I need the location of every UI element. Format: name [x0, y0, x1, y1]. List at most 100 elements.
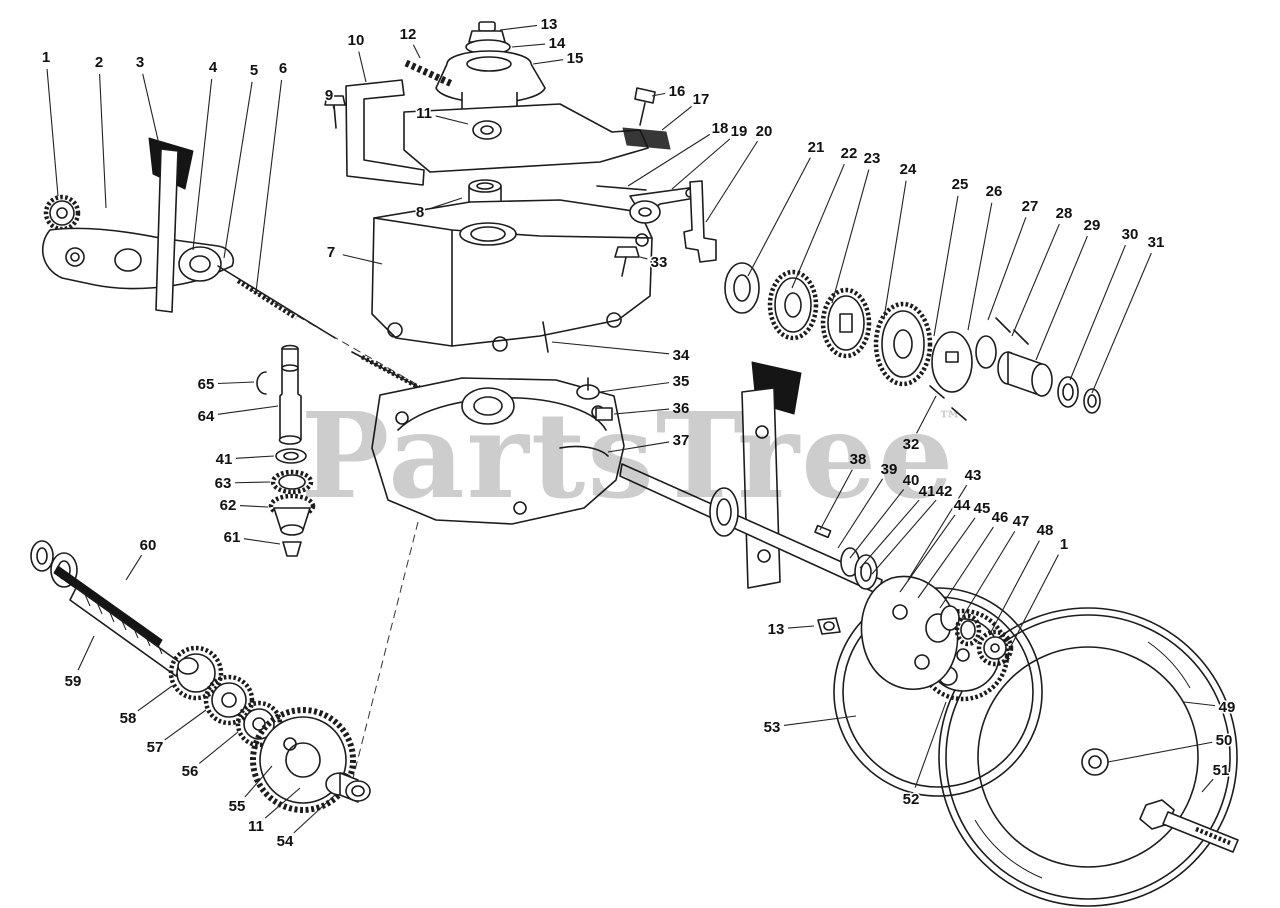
leader-line-13 — [787, 625, 815, 629]
part-label-51: 51 — [1213, 762, 1230, 779]
part-label-59: 59 — [65, 673, 82, 690]
part-label-29: 29 — [1084, 217, 1101, 234]
leader-line-8 — [431, 197, 463, 209]
leader-line-21 — [747, 157, 811, 277]
leader-line-5 — [223, 81, 253, 259]
part-label-42: 42 — [936, 483, 953, 500]
retaining-clip — [256, 371, 267, 395]
leader-line-15 — [532, 59, 564, 65]
leader-line-52 — [914, 701, 947, 788]
housing-bottom — [371, 377, 625, 525]
leader-line-65 — [217, 381, 255, 385]
part-label-43: 43 — [965, 467, 982, 484]
part-label-58: 58 — [120, 710, 137, 727]
part-label-62: 62 — [220, 497, 237, 514]
part-label-28: 28 — [1056, 205, 1073, 222]
leader-line-44 — [899, 514, 956, 593]
part-label-10: 10 — [348, 32, 365, 49]
worm-shaft — [69, 587, 183, 677]
part-label-17: 17 — [693, 91, 710, 108]
part-label-19: 19 — [731, 123, 748, 140]
shaft-key — [814, 524, 832, 539]
bracket-20 — [683, 180, 717, 263]
watermark-text: PartsTree — [301, 386, 956, 525]
bolt-16 — [634, 87, 656, 104]
mounting-plate — [403, 103, 649, 173]
part-label-31: 31 — [1148, 234, 1165, 251]
part-label-4: 4 — [209, 59, 218, 76]
assembly-centerlines — [251, 289, 431, 791]
part-label-47: 47 — [1013, 513, 1030, 530]
leader-line-27 — [987, 217, 1027, 321]
bolt-head — [478, 21, 496, 32]
part-label-48: 48 — [1037, 522, 1054, 539]
bracket-strip — [155, 148, 179, 313]
part-label-25: 25 — [952, 176, 969, 193]
part-label-6: 6 — [279, 60, 287, 77]
part-label-65: 65 — [198, 376, 215, 393]
leader-line-4 — [192, 78, 213, 251]
leader-line-57 — [164, 709, 207, 741]
input-shaft — [217, 265, 336, 339]
shaft-spring — [236, 279, 298, 320]
part-label-45: 45 — [974, 500, 991, 517]
part-label-1: 1 — [1060, 536, 1068, 553]
part-label-15: 15 — [567, 50, 584, 67]
part-label-33: 33 — [651, 254, 668, 271]
key-32 — [929, 385, 945, 399]
part-label-3: 3 — [136, 54, 144, 71]
wheel-art — [938, 607, 1239, 907]
leader-line-26 — [967, 202, 993, 331]
leader-line-43 — [907, 484, 968, 581]
part-label-40: 40 — [903, 472, 920, 489]
leader-line-50 — [1107, 741, 1213, 763]
leader-line-13 — [499, 24, 538, 31]
watermark-tm-icon: ™ — [938, 405, 962, 434]
pinion-shaft — [279, 348, 302, 441]
part-label-39: 39 — [881, 461, 898, 478]
part-label-13: 13 — [768, 621, 785, 638]
leader-line-58 — [137, 685, 173, 712]
leader-line-36 — [613, 408, 670, 415]
part-label-44: 44 — [954, 497, 971, 514]
housing-top — [371, 199, 653, 347]
part-label-14: 14 — [549, 35, 566, 52]
leader-line-1 — [46, 68, 59, 197]
leader-line-51 — [1201, 778, 1214, 793]
thin-rod — [53, 565, 163, 648]
bolt — [324, 95, 346, 106]
leader-line-53 — [783, 715, 857, 726]
drive-sprocket — [250, 707, 356, 813]
part-label-18: 18 — [712, 120, 729, 137]
leader-line-48 — [989, 540, 1040, 635]
plug-36 — [595, 407, 613, 421]
part-label-16: 16 — [669, 83, 686, 100]
part-label-50: 50 — [1216, 732, 1233, 749]
part-label-53: 53 — [764, 719, 781, 736]
part-label-52: 52 — [903, 791, 920, 808]
hex-nut — [817, 617, 841, 635]
part-label-41: 41 — [216, 451, 233, 468]
part-label-27: 27 — [1022, 198, 1039, 215]
part-label-12: 12 — [400, 26, 417, 43]
leader-line-6 — [255, 79, 283, 293]
leader-line-22 — [791, 163, 845, 289]
part-label-26: 26 — [986, 183, 1003, 200]
leader-line-16 — [651, 92, 666, 97]
leader-line-30 — [1069, 244, 1126, 381]
idler-arm-assembly-art — [42, 137, 429, 393]
leader-line-11 — [264, 787, 301, 819]
part-label-7: 7 — [327, 244, 335, 261]
leader-line-14 — [511, 43, 546, 48]
leader-line-38 — [819, 469, 853, 531]
pinion-shaft-column-art — [256, 344, 316, 557]
part-label-64: 64 — [198, 408, 215, 425]
leader-line-62 — [239, 505, 269, 508]
part-label-49: 49 — [1219, 699, 1236, 716]
part-label-13: 13 — [541, 16, 558, 33]
part-label-36: 36 — [673, 400, 690, 417]
part-label-5: 5 — [250, 62, 258, 79]
leader-line-42 — [871, 499, 937, 575]
part-label-63: 63 — [215, 475, 232, 492]
